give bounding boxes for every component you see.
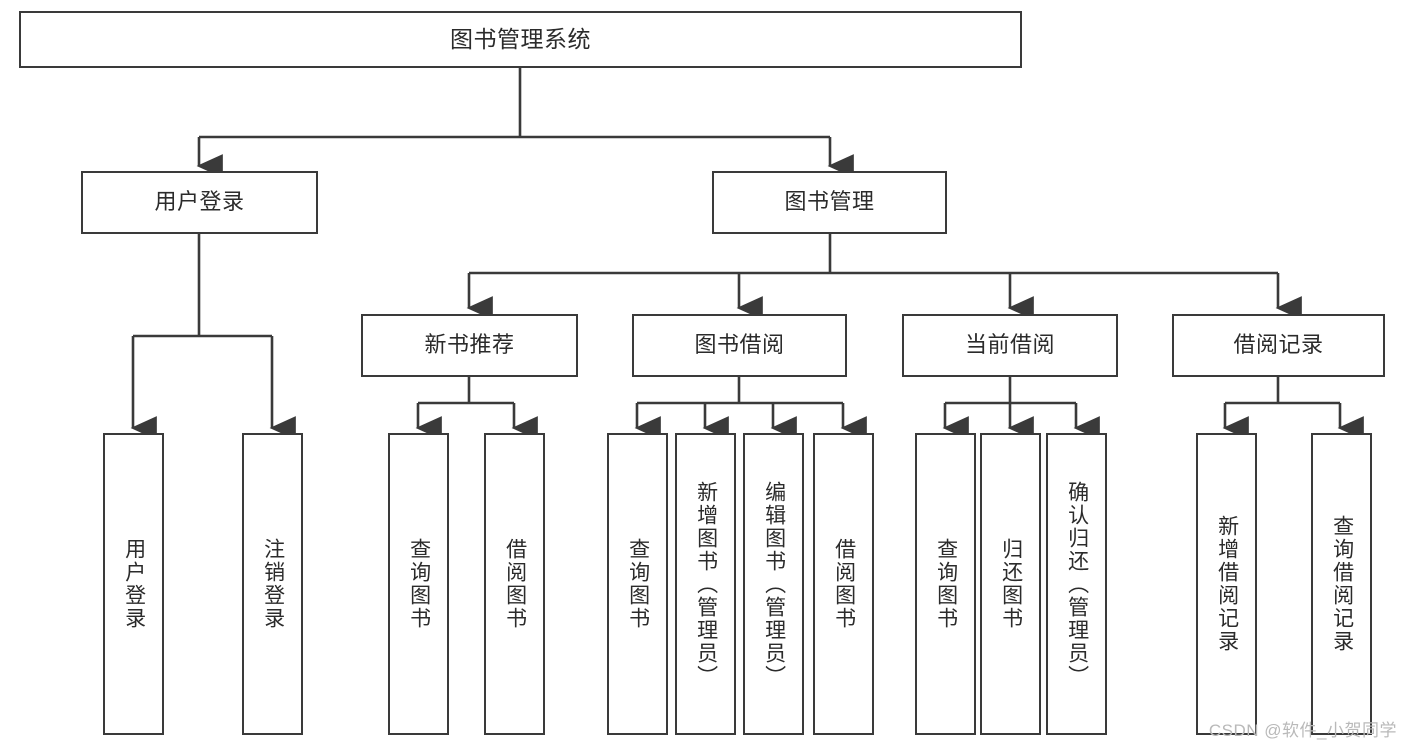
leaf-logout-login[interactable]: 注销登录 xyxy=(242,433,303,735)
node-label: 查询图书 xyxy=(934,538,958,630)
leaf-borrow-book[interactable]: 借阅图书 xyxy=(813,433,874,735)
leaf-confirm-return-admin[interactable]: 确认归还（管理员） xyxy=(1046,433,1107,735)
node-label: 新增借阅记录 xyxy=(1215,515,1239,653)
leaf-return-book[interactable]: 归还图书 xyxy=(980,433,1041,735)
leaf-query-book-current[interactable]: 查询图书 xyxy=(915,433,976,735)
node-current-borrow[interactable]: 当前借阅 xyxy=(902,314,1118,377)
watermark-text: CSDN @软件_小贺同学 xyxy=(1208,721,1397,740)
leaf-query-book-recommend[interactable]: 查询图书 xyxy=(388,433,449,735)
node-label: 归还图书 xyxy=(999,538,1023,630)
node-label: 图书借阅 xyxy=(694,332,785,358)
node-label: 当前借阅 xyxy=(964,332,1055,358)
leaf-add-borrow-record[interactable]: 新增借阅记录 xyxy=(1196,433,1257,735)
node-root-book-management-system[interactable]: 图书管理系统 xyxy=(19,11,1022,68)
node-label: 用户登录 xyxy=(122,538,146,630)
node-borrow-record[interactable]: 借阅记录 xyxy=(1172,314,1385,377)
leaf-borrow-book-recommend[interactable]: 借阅图书 xyxy=(484,433,545,735)
node-label: 查询图书 xyxy=(626,538,650,630)
node-label: 确认归还（管理员） xyxy=(1065,480,1089,688)
node-label: 新增图书（管理员） xyxy=(694,480,718,688)
leaf-query-borrow-record[interactable]: 查询借阅记录 xyxy=(1311,433,1372,735)
node-label: 借阅图书 xyxy=(832,538,856,630)
node-label: 借阅记录 xyxy=(1233,332,1324,358)
leaf-edit-book-admin[interactable]: 编辑图书（管理员） xyxy=(743,433,804,735)
node-book-borrow[interactable]: 图书借阅 xyxy=(632,314,847,377)
node-label: 图书管理系统 xyxy=(450,25,591,52)
node-label: 查询借阅记录 xyxy=(1330,515,1354,653)
node-label: 编辑图书（管理员） xyxy=(762,480,786,688)
node-label: 新书推荐 xyxy=(424,332,515,358)
leaf-query-book-borrow[interactable]: 查询图书 xyxy=(607,433,668,735)
node-label: 用户登录 xyxy=(154,189,245,215)
leaf-add-book-admin[interactable]: 新增图书（管理员） xyxy=(675,433,736,735)
node-label: 图书管理 xyxy=(784,189,875,215)
node-label: 借阅图书 xyxy=(503,538,527,630)
node-label: 查询图书 xyxy=(407,538,431,630)
node-label: 注销登录 xyxy=(261,538,285,630)
node-book-management[interactable]: 图书管理 xyxy=(712,171,947,234)
leaf-user-login[interactable]: 用户登录 xyxy=(103,433,164,735)
node-new-book-recommend[interactable]: 新书推荐 xyxy=(361,314,578,377)
node-user-login[interactable]: 用户登录 xyxy=(81,171,318,234)
